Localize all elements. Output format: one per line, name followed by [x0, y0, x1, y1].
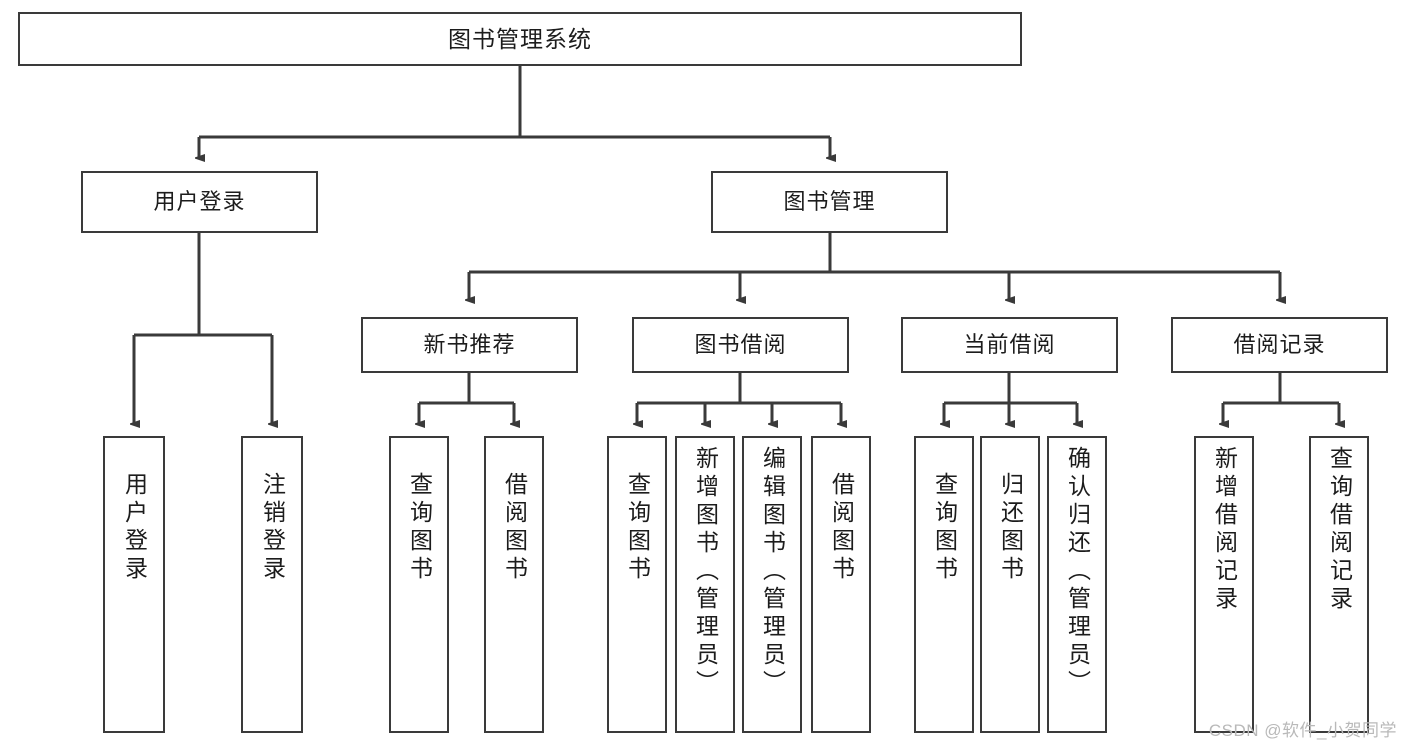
node-label: 查询图书: [931, 472, 958, 584]
node-label: 图书借阅: [694, 332, 787, 358]
node-label: 当前借阅: [963, 332, 1056, 358]
node-label: 图书管理: [783, 189, 876, 215]
node-label: 注销登录: [259, 472, 286, 584]
leaf-borrow-book-recommend[interactable]: 借阅图书: [484, 436, 544, 733]
node-label: 编辑图书（管理员）: [759, 446, 786, 698]
watermark: CSDN @软件_小贺同学: [1208, 721, 1397, 740]
node-label: 图书管理系统: [448, 25, 592, 52]
node-label: 用户登录: [121, 472, 148, 584]
node-label: 确认归还（管理员）: [1064, 446, 1091, 698]
node-label: 新增借阅记录: [1211, 446, 1238, 614]
leaf-edit-book-admin[interactable]: 编辑图书（管理员）: [742, 436, 802, 733]
node-label: 用户登录: [153, 189, 246, 215]
node-user-login[interactable]: 用户登录: [81, 171, 318, 233]
node-label: 借阅记录: [1233, 332, 1326, 358]
node-borrow-record[interactable]: 借阅记录: [1171, 317, 1388, 373]
leaf-query-borrow-record[interactable]: 查询借阅记录: [1309, 436, 1369, 733]
leaf-user-login[interactable]: 用户登录: [103, 436, 165, 733]
node-label: 查询图书: [624, 472, 651, 584]
node-label: 借阅图书: [501, 472, 528, 584]
node-new-book-recommend[interactable]: 新书推荐: [361, 317, 578, 373]
node-label: 查询借阅记录: [1326, 446, 1353, 614]
node-label: 查询图书: [406, 472, 433, 584]
leaf-return-book[interactable]: 归还图书: [980, 436, 1040, 733]
leaf-add-book-admin[interactable]: 新增图书（管理员）: [675, 436, 735, 733]
leaf-user-logout[interactable]: 注销登录: [241, 436, 303, 733]
leaf-query-book-current[interactable]: 查询图书: [914, 436, 974, 733]
node-label: 借阅图书: [828, 472, 855, 584]
leaf-query-book-recommend[interactable]: 查询图书: [389, 436, 449, 733]
node-book-borrow[interactable]: 图书借阅: [632, 317, 849, 373]
leaf-query-book-borrow[interactable]: 查询图书: [607, 436, 667, 733]
node-label: 归还图书: [997, 472, 1024, 584]
node-root-book-management-system[interactable]: 图书管理系统: [18, 12, 1022, 66]
leaf-confirm-return-admin[interactable]: 确认归还（管理员）: [1047, 436, 1107, 733]
leaf-borrow-book[interactable]: 借阅图书: [811, 436, 871, 733]
leaf-add-borrow-record[interactable]: 新增借阅记录: [1194, 436, 1254, 733]
node-label: 新增图书（管理员）: [692, 446, 719, 698]
node-book-management[interactable]: 图书管理: [711, 171, 948, 233]
node-label: 新书推荐: [423, 332, 516, 358]
node-current-borrow[interactable]: 当前借阅: [901, 317, 1118, 373]
